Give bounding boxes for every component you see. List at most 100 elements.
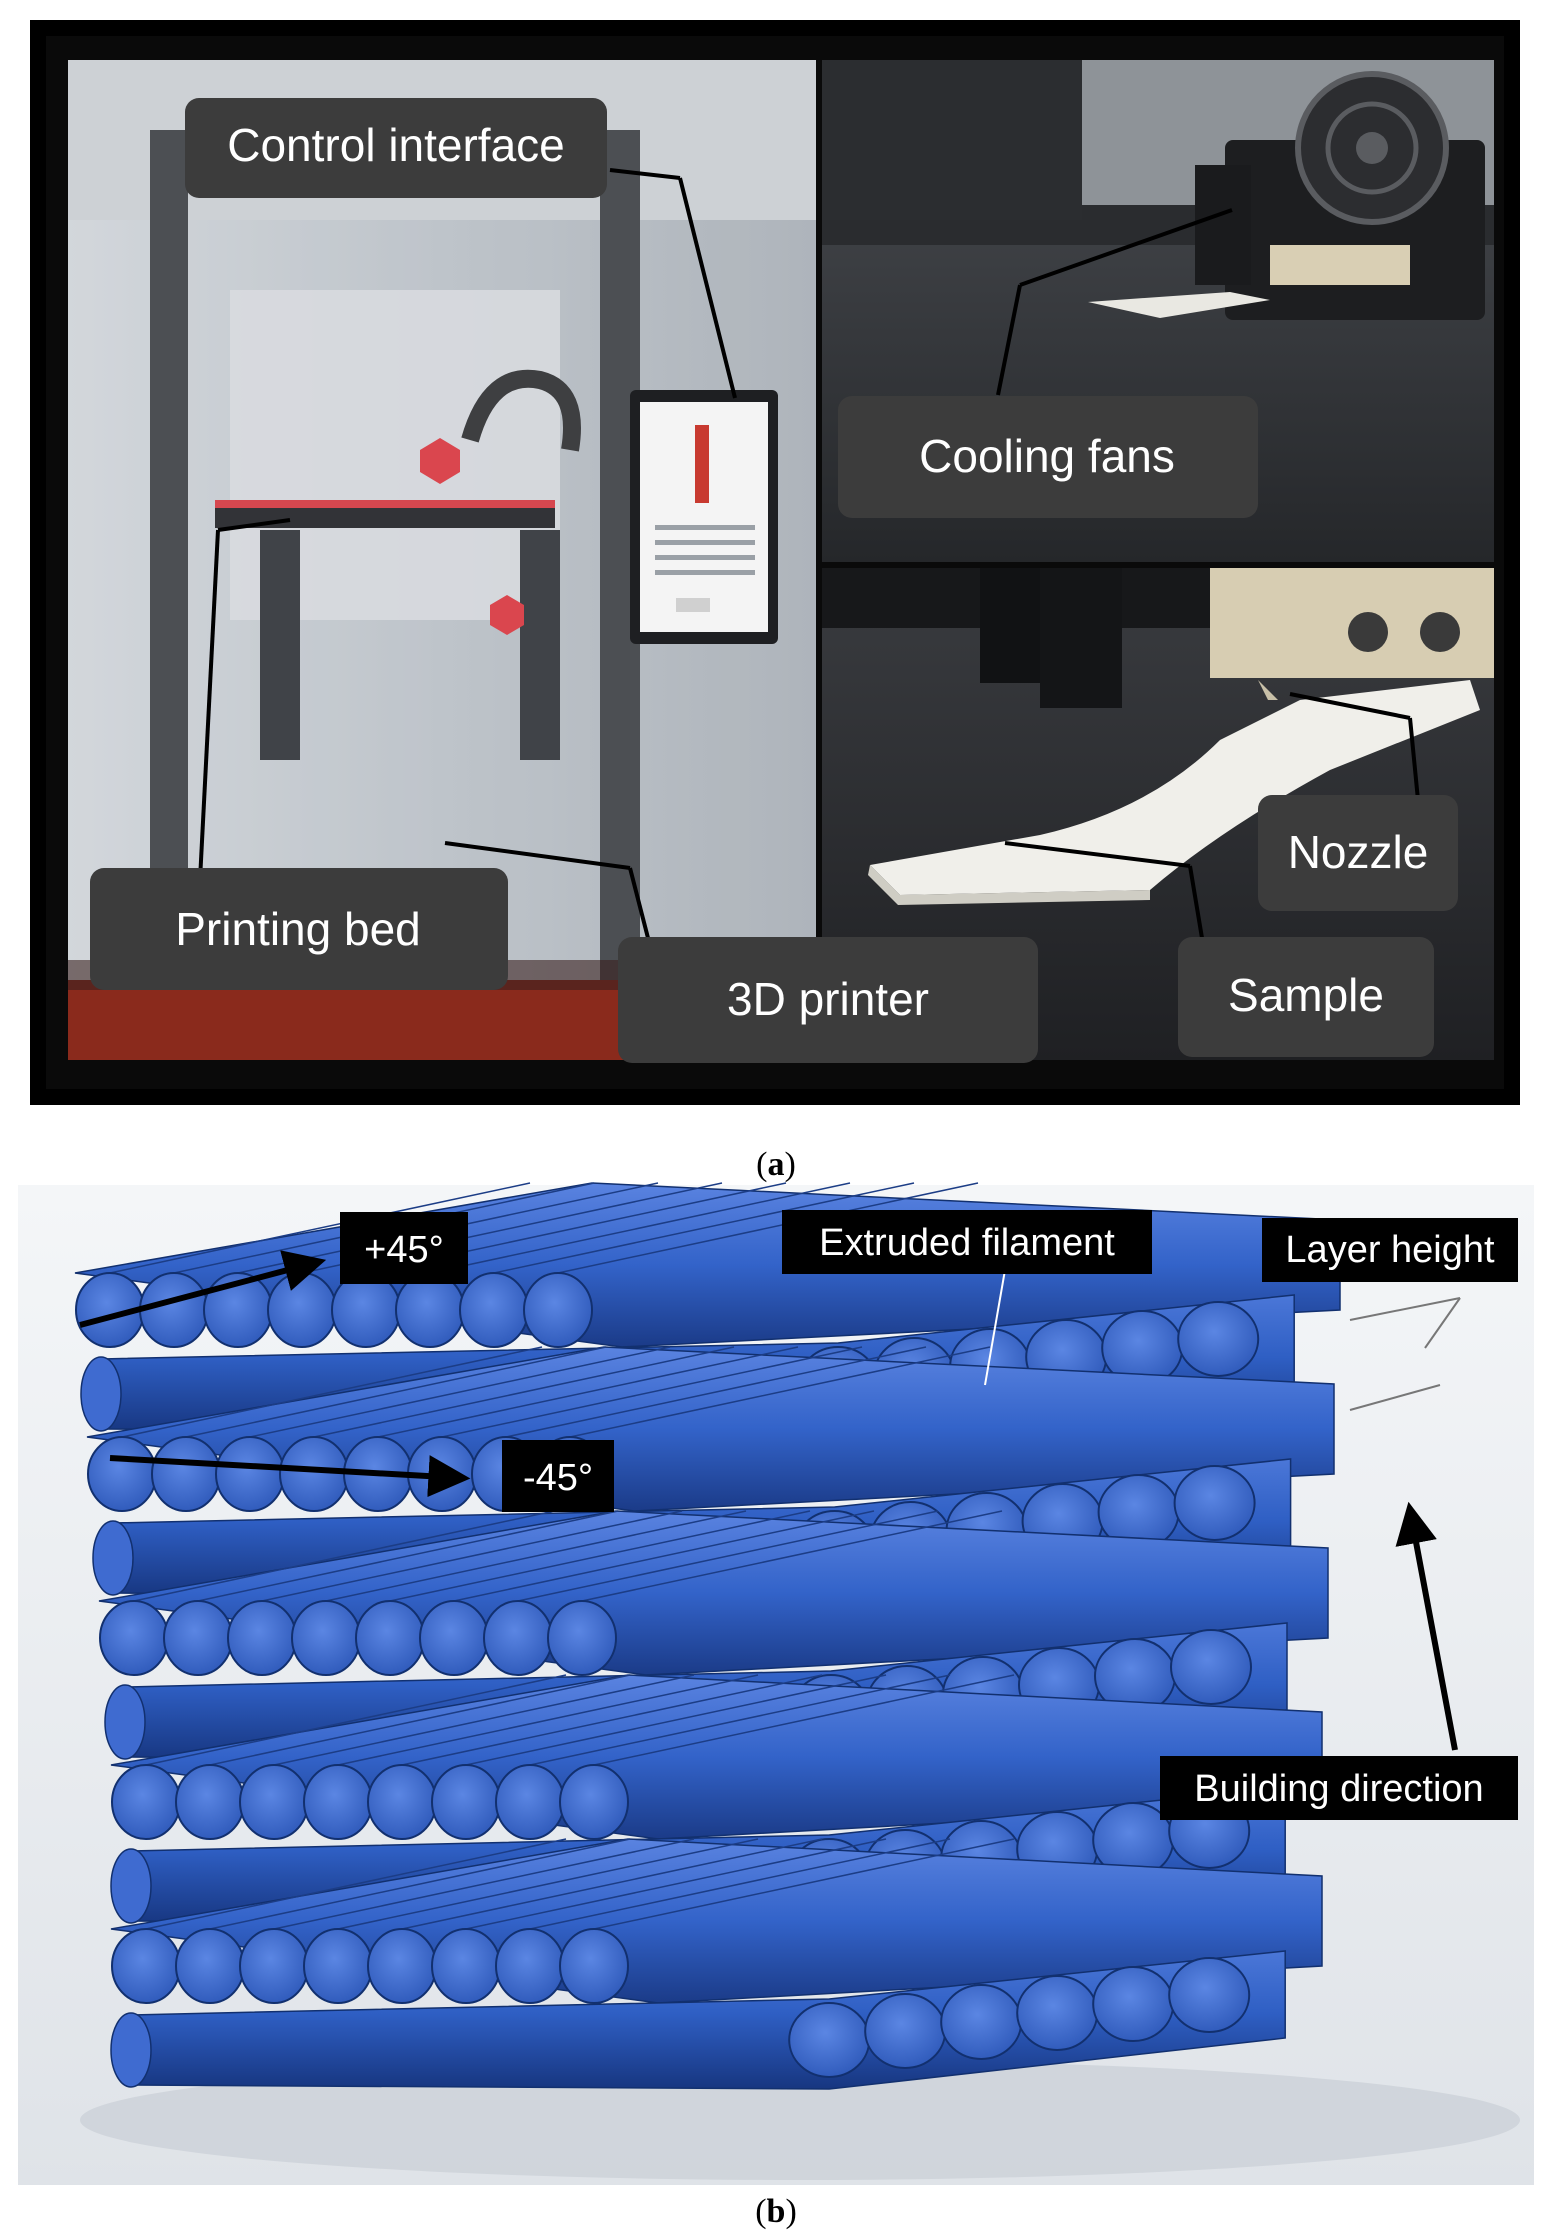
filament-end <box>419 1600 489 1676</box>
filament-seam <box>145 1838 567 1930</box>
filament-end <box>1177 1301 1260 1377</box>
filament-end <box>87 1436 157 1512</box>
filament-end <box>1016 1975 1099 2051</box>
filament-seam <box>377 1346 799 1438</box>
label-extruded-filament-text: Extruded filament <box>819 1222 1115 1264</box>
filament-end <box>355 1600 425 1676</box>
filament-end <box>175 1764 245 1840</box>
callout-3d-printer: 3D printer <box>618 937 1038 1063</box>
filament-tip <box>80 1356 122 1432</box>
panel-b-leaders <box>984 1269 1461 1411</box>
filament-stack <box>74 1182 1341 2090</box>
raise3d-logo <box>420 438 460 484</box>
filament-end <box>291 1600 361 1676</box>
callout-leaders <box>198 168 1420 939</box>
filament-seam <box>505 1346 927 1438</box>
filament-end <box>99 1600 169 1676</box>
filament-end <box>111 1928 181 2004</box>
filament-seam <box>109 1182 531 1274</box>
filament-end <box>1173 1465 1256 1541</box>
filament-end <box>367 1764 437 1840</box>
filament-end <box>1092 1966 1175 2042</box>
label-extruded-filament: Extruded filament <box>782 1210 1152 1274</box>
filament-seam <box>261 1510 683 1602</box>
filament-seam <box>389 1510 811 1602</box>
callout-printing-bed: Printing bed <box>90 868 508 990</box>
filament-end <box>431 1764 501 1840</box>
filament-tip <box>110 2012 152 2088</box>
filament-seam <box>517 1510 939 1602</box>
filament-end <box>215 1436 285 1512</box>
panel-a-caption: (a) <box>756 1146 796 1183</box>
filament-end <box>111 1764 181 1840</box>
filament-end <box>547 1600 617 1676</box>
filament-seam <box>313 1346 735 1438</box>
filament-end <box>151 1436 221 1512</box>
filament-seam <box>337 1674 759 1766</box>
filament-seam <box>529 1838 951 1930</box>
filament-seam <box>401 1838 823 1930</box>
filament-end <box>331 1272 401 1348</box>
label-building-direction: Building direction <box>1160 1756 1518 1820</box>
callout-cooling-fans: Cooling fans <box>838 396 1258 518</box>
filament-seam <box>273 1838 695 1930</box>
filament-tip <box>104 1684 146 1760</box>
filament-end <box>267 1272 337 1348</box>
filament-end <box>1170 1629 1252 1705</box>
filament-seam <box>593 1674 1015 1766</box>
filament-end <box>431 1928 501 2004</box>
filament-tip <box>110 1848 152 1924</box>
filament-seam <box>493 1182 915 1274</box>
callout-nozzle: Nozzle <box>1258 795 1458 911</box>
filament-seam <box>529 1674 951 1766</box>
callout-sample: Sample <box>1178 937 1434 1057</box>
filament-end <box>303 1928 373 2004</box>
filament-end <box>395 1272 465 1348</box>
minus45-arrow <box>109 1455 471 1498</box>
filament-seam <box>429 1182 851 1274</box>
filament-end <box>1168 1957 1251 2033</box>
filament-end <box>175 1928 245 2004</box>
filament-seam <box>133 1510 555 1602</box>
callout-printing-bed-label: Printing bed <box>175 903 421 955</box>
filament-end <box>864 1993 947 2069</box>
filament-end <box>239 1928 309 2004</box>
filament-end <box>523 1272 593 1348</box>
filament-seam <box>465 1674 887 1766</box>
filament-end <box>303 1764 373 1840</box>
filament-end <box>788 2002 871 2078</box>
filament-seam <box>465 1838 887 1930</box>
filament-seam <box>145 1674 567 1766</box>
filament-end <box>940 1984 1023 2060</box>
label-building-direction-text: Building direction <box>1194 1768 1483 1810</box>
building-direction-arrow <box>1395 1501 1458 1751</box>
filament-seam <box>441 1346 863 1438</box>
filament-seam <box>557 1182 979 1274</box>
filament-seam <box>453 1510 875 1602</box>
filament-tip <box>92 1520 134 1596</box>
callout-control-interface-label: Control interface <box>227 119 565 171</box>
filament-end <box>163 1600 233 1676</box>
filament-seam <box>249 1346 671 1438</box>
filament-end <box>239 1764 309 1840</box>
filament-end <box>559 1928 629 2004</box>
panel-a: Control interface Cooling fans Printing … <box>30 20 1520 1105</box>
filament-end <box>495 1764 565 1840</box>
label-layer-height: Layer height <box>1262 1218 1518 1282</box>
filament-end <box>227 1600 297 1676</box>
callout-3d-printer-label: 3D printer <box>727 973 929 1025</box>
filament-seam <box>197 1510 619 1602</box>
panel-b: +45° -45° Extruded filament Layer height… <box>18 1182 1534 2185</box>
filament-end <box>279 1436 349 1512</box>
callout-nozzle-label: Nozzle <box>1288 826 1429 878</box>
filament-end <box>139 1272 209 1348</box>
filament-seam <box>209 1838 631 1930</box>
filament-seam <box>325 1510 747 1602</box>
label-minus45-text: -45° <box>523 1457 593 1499</box>
callout-sample-label: Sample <box>1228 969 1384 1021</box>
filament-seam <box>581 1510 1003 1602</box>
filament-seam <box>185 1346 607 1438</box>
label-layer-height-text: Layer height <box>1285 1229 1495 1271</box>
filament-end <box>367 1928 437 2004</box>
